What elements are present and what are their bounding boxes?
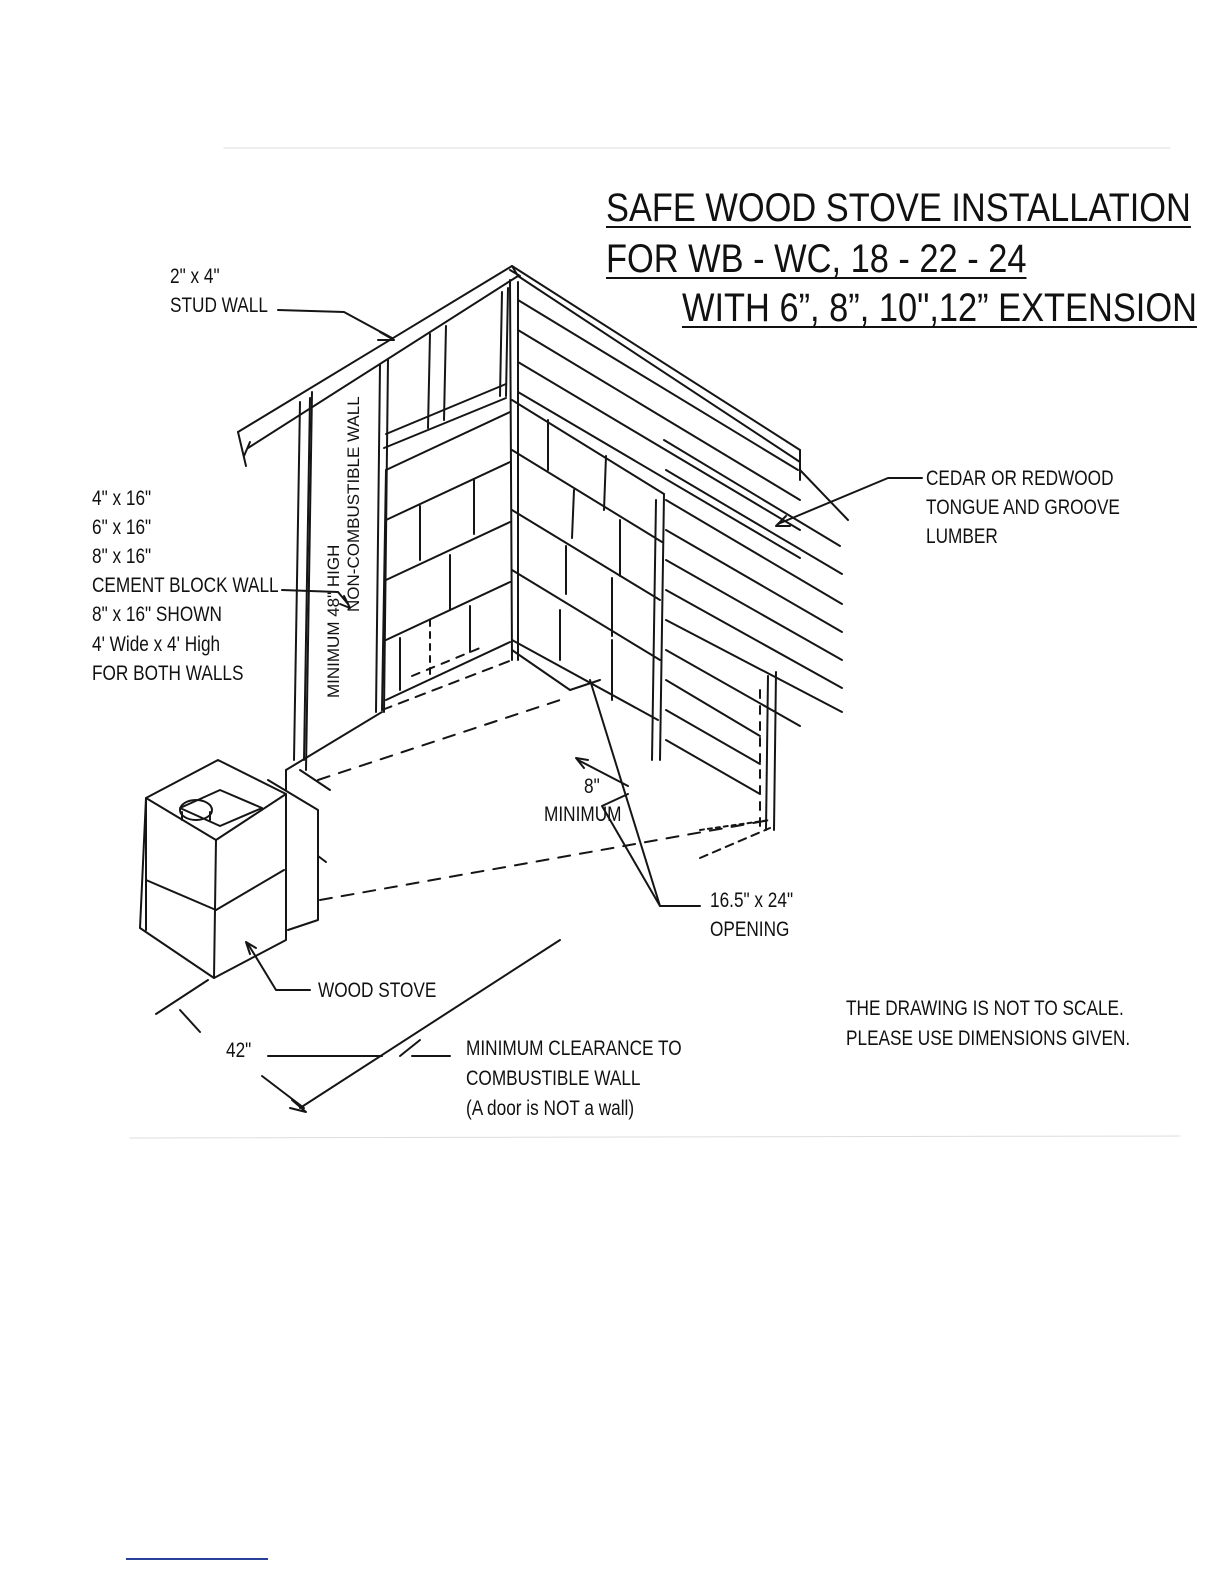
title-line-3: WITH 6”, 8”, 10",12” EXTENSION (682, 286, 1197, 330)
wood-stove-label: WOOD STOVE (318, 979, 437, 1002)
stud-wall-top-plate (237, 265, 519, 467)
stud-wall-label-2: STUD WALL (170, 294, 268, 317)
opening-label: OPENING (710, 918, 790, 941)
right-wall-siding (517, 299, 849, 795)
title-line-2: FOR WB - WC, 18 - 22 - 24 (606, 237, 1027, 281)
clearance-label-3: (A door is NOT a wall) (466, 1097, 635, 1120)
scale-note-2: PLEASE USE DIMENSIONS GIVEN. (846, 1027, 1131, 1050)
left-block-wall (381, 411, 513, 711)
corner-post (509, 279, 519, 661)
non-combustible-wall-label: NON-COMBUSTIBLE WALL (344, 396, 363, 612)
forty-two-inch-label: 42" (226, 1039, 252, 1062)
stud-wall-label-1: 2" x 4" (170, 265, 220, 288)
both-walls-label: FOR BOTH WALLS (92, 662, 244, 685)
block-size-4x16: 4" x 16" (92, 487, 152, 510)
right-wall-top-edge (509, 265, 801, 463)
clearance-label-2: COMBUSTIBLE WALL (466, 1067, 641, 1090)
opening-size-label: 16.5" x 24" (710, 889, 794, 912)
cement-block-wall-label: CEMENT BLOCK WALL (92, 574, 279, 597)
cedar-label-2: TONGUE AND GROOVE (926, 496, 1120, 519)
wood-stove (139, 759, 327, 979)
scale-note-1: THE DRAWING IS NOT TO SCALE. (846, 997, 1124, 1020)
leader-arrows (245, 309, 923, 991)
right-block-wall (511, 399, 665, 761)
eight-inch-label: 8" (584, 775, 600, 798)
left-wall-studs (293, 287, 509, 771)
block-size-6x16: 6" x 16" (92, 516, 152, 539)
minimum-48-high-label: MINIMUM 48" HIGH (324, 544, 343, 698)
block-size-8x16: 8" x 16" (92, 545, 152, 568)
title-line-1: SAFE WOOD STOVE INSTALLATION (606, 186, 1191, 230)
floor-pad (285, 699, 771, 901)
block-shown-label: 8" x 16" SHOWN (92, 603, 222, 626)
block-wall-size-label: 4' Wide x 4' High (92, 633, 221, 656)
scan-border (129, 147, 1181, 1139)
minimum-label: MINIMUM (544, 803, 622, 826)
cedar-label-3: LUMBER (926, 525, 998, 548)
clearance-label-1: MINIMUM CLEARANCE TO (466, 1037, 682, 1060)
cedar-label-1: CEDAR OR REDWOOD (926, 467, 1114, 490)
footnote-separator (126, 1558, 268, 1560)
dimension-42-inch (155, 939, 561, 1113)
